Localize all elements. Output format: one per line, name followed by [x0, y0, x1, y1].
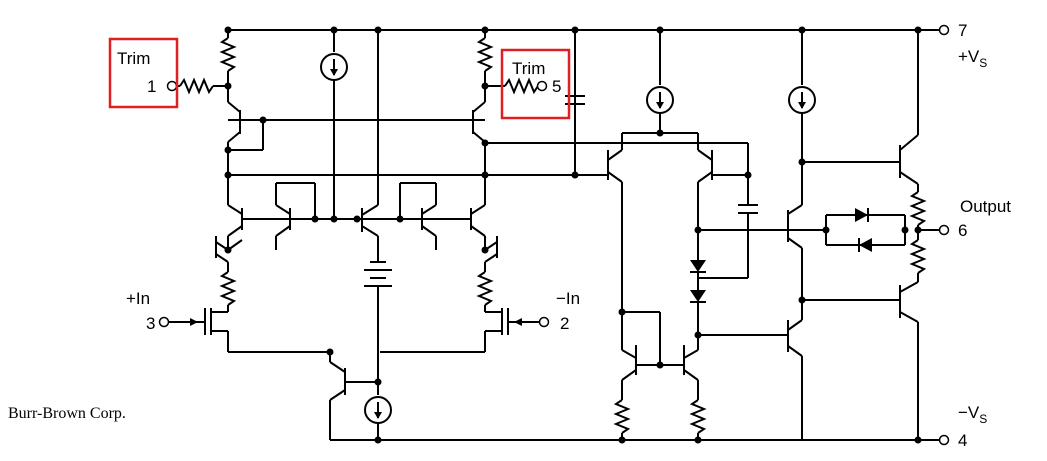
resistor-bottom-right [689, 399, 707, 434]
pos-supply-pin-number: 7 [958, 21, 967, 40]
second-stage [565, 30, 788, 440]
output-pin-number: 6 [958, 221, 967, 240]
terminal-pin-1 [166, 80, 178, 92]
output-label: Output [960, 197, 1011, 216]
resistor-right-emitter [476, 271, 494, 306]
terminals [158, 24, 950, 446]
left-input-stage [168, 30, 330, 353]
junction-dots [224, 26, 922, 444]
terminal-pin-3 [158, 316, 170, 328]
neg-supply-label: −VS [958, 403, 987, 426]
trim-left-label: Trim [117, 49, 150, 68]
pos-supply-label: +VS [958, 47, 987, 70]
right-input-stage [380, 30, 540, 353]
minus-in-pin-number: 2 [560, 314, 569, 333]
resistor-right-top [476, 37, 494, 72]
resistor-bottom-left [613, 399, 631, 434]
resistor-left-top [219, 37, 237, 72]
resistor-output-bottom [909, 239, 927, 274]
terminal-pin-2 [538, 316, 550, 328]
plus-in-label: +In [126, 289, 150, 308]
terminal-pin-4 [938, 434, 950, 446]
plus-in-pin-number: 3 [146, 314, 155, 333]
terminal-pin-6 [938, 224, 950, 236]
trim-right-pin-number: 5 [552, 77, 561, 96]
trim-right-label: Trim [512, 59, 545, 78]
resistor-trim-right [504, 77, 539, 95]
trim-left-pin-number: 1 [147, 77, 156, 96]
output-stage [698, 30, 940, 440]
minus-in-label: −In [556, 289, 580, 308]
trim-left-highlight [108, 37, 179, 109]
terminal-pin-5 [536, 80, 548, 92]
resistor-trim-left [179, 77, 214, 95]
terminal-pin-7 [938, 24, 950, 36]
supply-rails [228, 29, 938, 441]
resistor-left-emitter [219, 271, 237, 306]
resistor-output-top [909, 191, 927, 226]
neg-supply-pin-number: 4 [958, 431, 967, 450]
center-bias [315, 30, 400, 440]
credit-text: Burr-Brown Corp. [8, 405, 126, 422]
trim-right-highlight [500, 48, 571, 120]
